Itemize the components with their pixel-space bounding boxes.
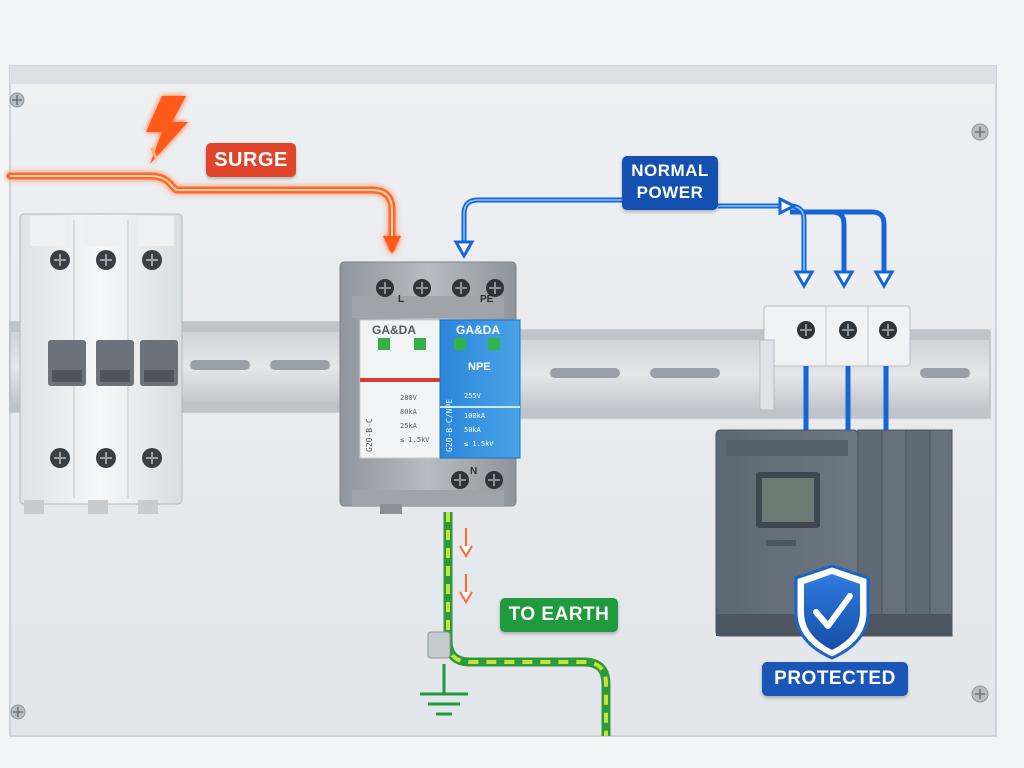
spd-spec-left-4: ≤ 1.5kV — [400, 436, 430, 444]
spd-brand-right: GA&DA — [456, 323, 500, 337]
spd-spec-right-1: 255V — [464, 392, 482, 400]
terminal-pe-label: PE — [480, 294, 494, 305]
screw-icon — [972, 124, 988, 140]
terminal-n-label: N — [470, 466, 477, 477]
spd-spec-left-1: 280V — [400, 394, 418, 402]
spd-model-left: G20-B-C — [365, 418, 374, 452]
screw-icon — [10, 93, 24, 107]
spd-npe-label: NPE — [468, 361, 491, 373]
terminal-l-label: L — [398, 294, 404, 305]
din-rail-right — [520, 330, 990, 418]
normal-power-label: NORMAL POWER — [622, 156, 718, 210]
top-lip — [10, 66, 996, 84]
surge-label: SURGE — [206, 143, 296, 177]
spd-spec-right-3: 50kA — [464, 426, 482, 434]
spd-model-right: G20-B-C/NPE — [445, 399, 454, 452]
normal-power-label-line1: NORMAL — [622, 160, 718, 182]
circuit-breaker — [20, 214, 182, 514]
spd-spec-left-3: 25kA — [400, 422, 418, 430]
spd-spec-left-2: 80kA — [400, 408, 418, 416]
spd-spec-right-2: 100kA — [464, 412, 486, 420]
spd-spec-right-4: ≤ 1.5kV — [464, 440, 494, 448]
screw-icon — [972, 686, 988, 702]
protected-label: PROTECTED — [762, 662, 908, 696]
to-earth-label: TO EARTH — [500, 598, 618, 632]
normal-power-label-line2: POWER — [622, 182, 718, 204]
ground-terminal — [428, 632, 450, 658]
screw-icon — [11, 705, 25, 719]
spd-brand-left: GA&DA — [372, 323, 416, 337]
